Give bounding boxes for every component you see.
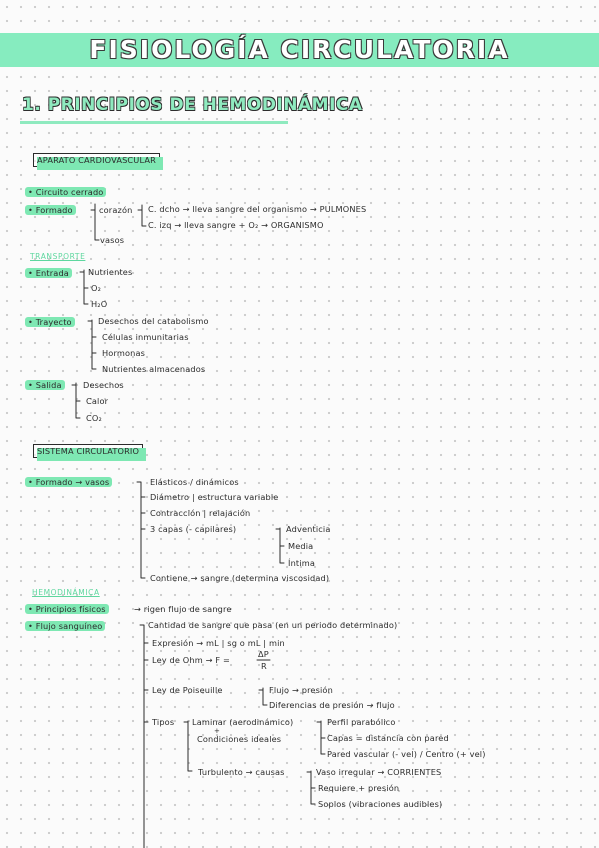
trayecto-label: • Trayecto xyxy=(25,317,75,327)
flujo-definicion: Cantidad de sangre que pasa (en un perio… xyxy=(148,620,398,630)
c-izq-text: C. izq → lleva sangre + O₂ → ORGANISMO xyxy=(148,220,324,230)
sistema-item: Contracción | relajación xyxy=(150,508,251,518)
ley-ohm: Ley de Ohm → F = xyxy=(152,655,230,665)
laminar-item: Perfil parabólico xyxy=(327,717,396,727)
plus-sign: + xyxy=(214,727,221,735)
sistema-formado: • Formado → vasos xyxy=(25,477,113,487)
formado-label: • Formado xyxy=(25,205,76,215)
entrada-label: • Entrada xyxy=(25,268,72,278)
ohm-denominator: R xyxy=(261,661,267,671)
trayecto-item: Hormonas xyxy=(102,348,146,358)
poiseuille-item: Flujo → presión xyxy=(269,685,333,695)
salida-label: • Salida xyxy=(25,380,65,390)
sistema-item: 3 capas (- capilares) xyxy=(150,524,237,534)
laminar-label: Laminar (aerodinámico) xyxy=(192,717,294,727)
turbulento-item: Requiere + presión xyxy=(318,783,400,793)
flujo-sanguineo-label: • Flujo sanguíneo xyxy=(25,621,106,631)
salida-item: Calor xyxy=(86,396,109,406)
entrada-item: O₂ xyxy=(91,283,102,293)
capa-item: Adventicia xyxy=(286,524,331,534)
capa-item: Media xyxy=(288,541,314,551)
page-title: FISIOLOGÍA CIRCULATORIA xyxy=(89,35,510,64)
sistema-circulatorio-label: SISTEMA CIRCULATORIO xyxy=(33,444,147,461)
hemodinamica-heading: HEMODINÁMICA xyxy=(32,588,100,597)
laminar-item: Capas = distancia con pared xyxy=(327,733,449,743)
c-dcho-text: C. dcho → lleva sangre del organismo → P… xyxy=(148,204,367,214)
heading-underline xyxy=(20,121,288,124)
condiciones-ideales: Condiciones ideales xyxy=(197,734,282,744)
principios-rest: → rigen flujo de sangre xyxy=(134,604,232,614)
section-heading: 1. PRINCIPIOS DE HEMODINÁMICA xyxy=(22,95,363,115)
capa-item: Íntima xyxy=(288,558,315,568)
ley-poiseuille: Ley de Poiseuille xyxy=(152,685,223,695)
sistema-item: Elásticos / dinámicos xyxy=(150,477,239,487)
turbulento-item: Soplos (vibraciones audibles) xyxy=(318,799,443,809)
turbulento-label: Turbulento → causas xyxy=(198,767,285,777)
salida-item: Desechos xyxy=(83,380,124,390)
corazon-label: corazón xyxy=(99,205,133,215)
tipos-label: Tipos xyxy=(152,717,175,727)
trayecto-item: Desechos del catabolismo xyxy=(98,316,209,326)
trayecto-item: Células inmunitarias xyxy=(102,332,189,342)
entrada-item: H₂O xyxy=(91,299,108,309)
poiseuille-item: Diferencias de presión → flujo xyxy=(269,700,395,710)
circuito-cerrado: • Circuito cerrado xyxy=(25,187,107,197)
sistema-item: Diámetro | estructura variable xyxy=(150,492,279,502)
flujo-expresion: Expresión → mL | sg o mL | min xyxy=(152,638,285,648)
title-banner xyxy=(0,33,599,67)
vasos-label: vasos xyxy=(100,235,125,245)
aparato-cardiovascular-label: APARATO CARDIOVASCULAR xyxy=(33,153,163,170)
sistema-item: Contiene → sangre (determina viscosidad) xyxy=(150,573,330,583)
ohm-numerator: ΔP xyxy=(258,649,269,659)
laminar-item: Pared vascular (- vel) / Centro (+ vel) xyxy=(327,749,486,759)
trayecto-item: Nutrientes almacenados xyxy=(102,364,206,374)
principios-fisicos: • Principios físicos xyxy=(25,604,109,614)
transporte-heading: TRANSPORTE xyxy=(30,252,86,261)
salida-item: CO₂ xyxy=(86,413,102,423)
turbulento-item: Vaso irregular → CORRIENTES xyxy=(316,767,442,777)
entrada-item: Nutrientes xyxy=(88,267,133,277)
